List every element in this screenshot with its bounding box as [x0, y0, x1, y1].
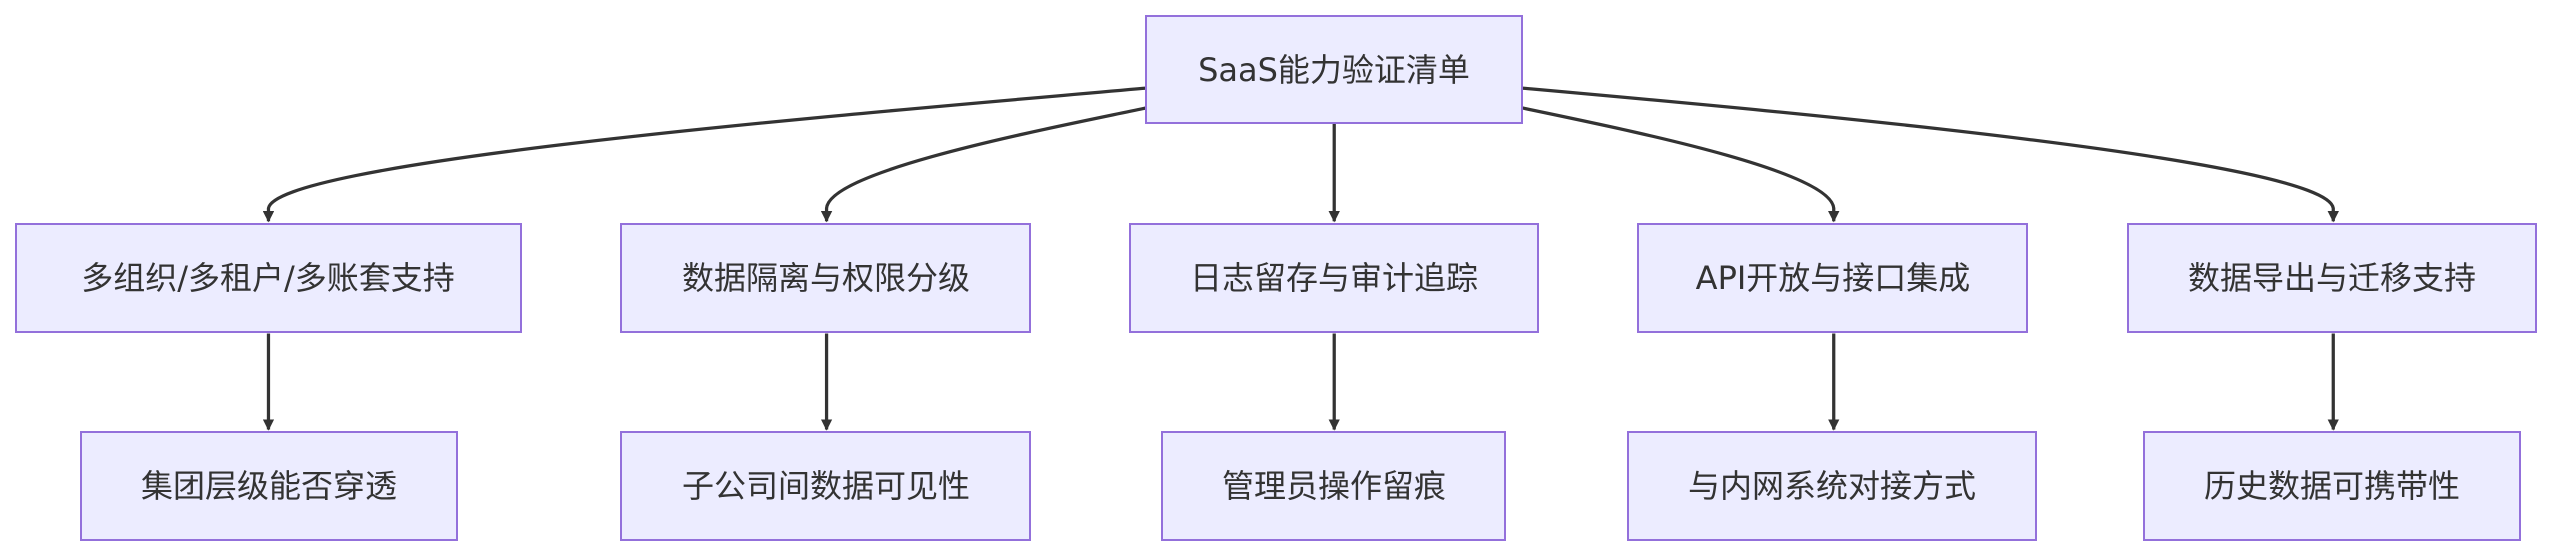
- root-node: SaaS能力验证清单: [1145, 15, 1523, 124]
- branch-node-5: 数据导出与迁移支持: [2127, 223, 2537, 333]
- child-node-1-label: 集团层级能否穿透: [141, 467, 397, 505]
- branch-node-3: 日志留存与审计追踪: [1129, 223, 1539, 333]
- branch-node-2: 数据隔离与权限分级: [620, 223, 1031, 333]
- child-node-3: 管理员操作留痕: [1161, 431, 1506, 541]
- child-node-4: 与内网系统对接方式: [1627, 431, 2037, 541]
- child-node-5-label: 历史数据可携带性: [2204, 467, 2460, 505]
- branch-node-4-label: API开放与接口集成: [1696, 259, 1971, 297]
- edge-root-to-branch-4: [1519, 105, 1840, 223]
- edge-root-to-branch-2: [820, 105, 1150, 223]
- child-node-2-label: 子公司间数据可见性: [682, 467, 970, 505]
- branch-node-5-label: 数据导出与迁移支持: [2188, 259, 2476, 297]
- branch-node-1: 多组织/多租户/多账套支持: [15, 223, 522, 333]
- edge-root-to-branch-5: [1519, 86, 2339, 223]
- root-node-label: SaaS能力验证清单: [1198, 51, 1470, 89]
- child-node-3-label: 管理员操作留痕: [1222, 467, 1446, 505]
- branch-node-4: API开放与接口集成: [1637, 223, 2028, 333]
- child-node-5: 历史数据可携带性: [2143, 431, 2521, 541]
- child-node-4-label: 与内网系统对接方式: [1688, 467, 1976, 505]
- branch-node-2-label: 数据隔离与权限分级: [682, 259, 970, 297]
- child-node-2: 子公司间数据可见性: [620, 431, 1031, 541]
- child-node-1: 集团层级能否穿透: [80, 431, 458, 541]
- branch-node-3-label: 日志留存与审计追踪: [1190, 259, 1478, 297]
- branch-node-1-label: 多组织/多租户/多账套支持: [81, 259, 455, 297]
- edge-root-to-branch-1: [262, 86, 1149, 223]
